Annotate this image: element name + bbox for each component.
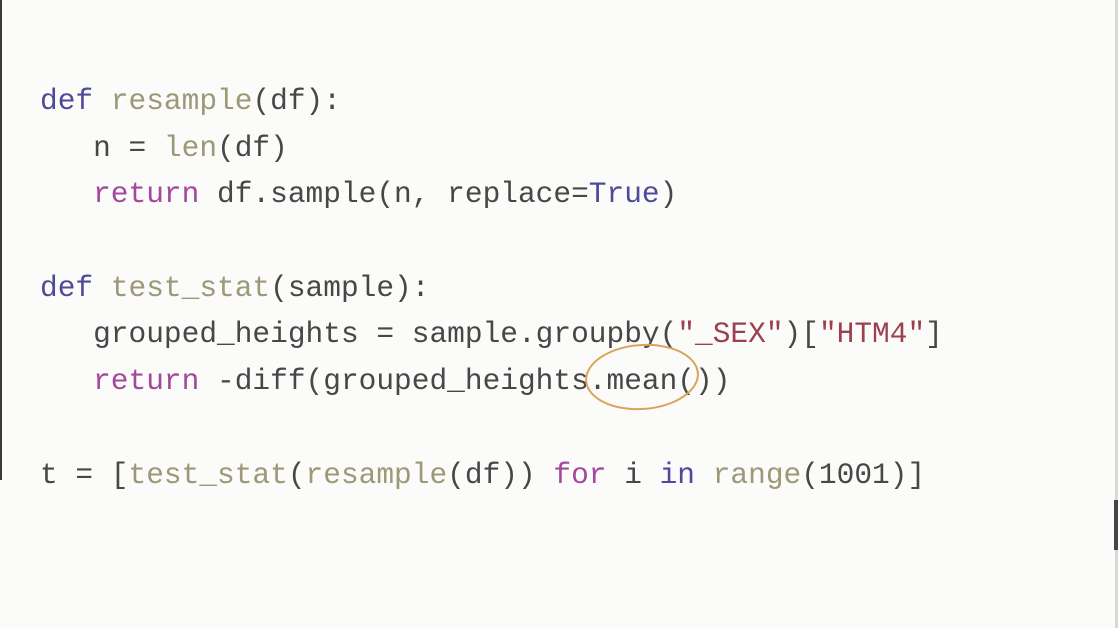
code-token-fn: test_stat xyxy=(110,270,271,305)
code-line xyxy=(40,405,943,452)
code-token-plain: n = xyxy=(40,130,164,165)
code-token-plain: ] xyxy=(925,317,943,352)
code-token-plain xyxy=(695,458,713,492)
code-token-plain: (df): xyxy=(252,84,341,118)
code-token-plain: (sample): xyxy=(270,270,430,305)
code-line: n = len(df) xyxy=(40,125,943,172)
code-token-str: "HTM4" xyxy=(818,317,926,352)
code-token-fn: len xyxy=(163,130,218,165)
code-token-plain xyxy=(40,177,93,211)
scroll-indicator xyxy=(1114,500,1118,550)
code-token-plain xyxy=(40,364,93,398)
code-line xyxy=(40,218,943,265)
code-token-str: "_SEX" xyxy=(677,317,784,352)
code-token-kw: in xyxy=(659,457,696,492)
slide-right-border xyxy=(1115,0,1118,628)
code-token-ret: return xyxy=(93,177,200,212)
code-token-plain: grouped_heights = sample.groupby( xyxy=(40,317,678,352)
code-token-plain: (df) xyxy=(217,130,288,165)
code-line: return df.sample(n, replace=True) xyxy=(40,171,943,218)
code-token-kw: def xyxy=(40,270,94,305)
slide-left-border xyxy=(0,0,2,480)
code-token-ret: return xyxy=(93,364,200,399)
code-token-plain: -diff(grouped_heights.mean()) xyxy=(199,364,731,399)
code-token-plain: i xyxy=(606,457,660,492)
code-token-plain: (1001)] xyxy=(801,457,926,492)
code-token-fn: test_stat xyxy=(128,457,288,492)
code-token-plain: ) xyxy=(659,177,678,212)
code-token-const: True xyxy=(588,177,660,212)
code-token-plain: ( xyxy=(287,457,306,492)
code-line: grouped_heights = sample.groupby("_SEX")… xyxy=(40,311,943,358)
code-token-ret: for xyxy=(553,457,607,492)
code-line: def test_stat(sample): xyxy=(40,265,943,312)
code-token-plain xyxy=(93,271,111,305)
code-token-plain: (df)) xyxy=(447,457,554,492)
code-token-fn: range xyxy=(712,457,802,492)
code-token-plain: df.sample(n, replace= xyxy=(199,177,589,212)
code-line: def resample(df): xyxy=(40,78,943,125)
code-token-fn: resample xyxy=(305,457,448,492)
code-token-plain: t = [ xyxy=(40,457,129,492)
code-token-plain xyxy=(93,84,111,118)
code-block: def resample(df): n = len(df) return df.… xyxy=(40,78,943,498)
code-token-kw: def xyxy=(40,84,94,118)
code-line: t = [test_stat(resample(df)) for i in ra… xyxy=(40,452,943,499)
code-token-fn: resample xyxy=(110,84,253,118)
code-token-plain: )[ xyxy=(783,317,819,352)
code-line: return -diff(grouped_heights.mean()) xyxy=(40,358,943,405)
